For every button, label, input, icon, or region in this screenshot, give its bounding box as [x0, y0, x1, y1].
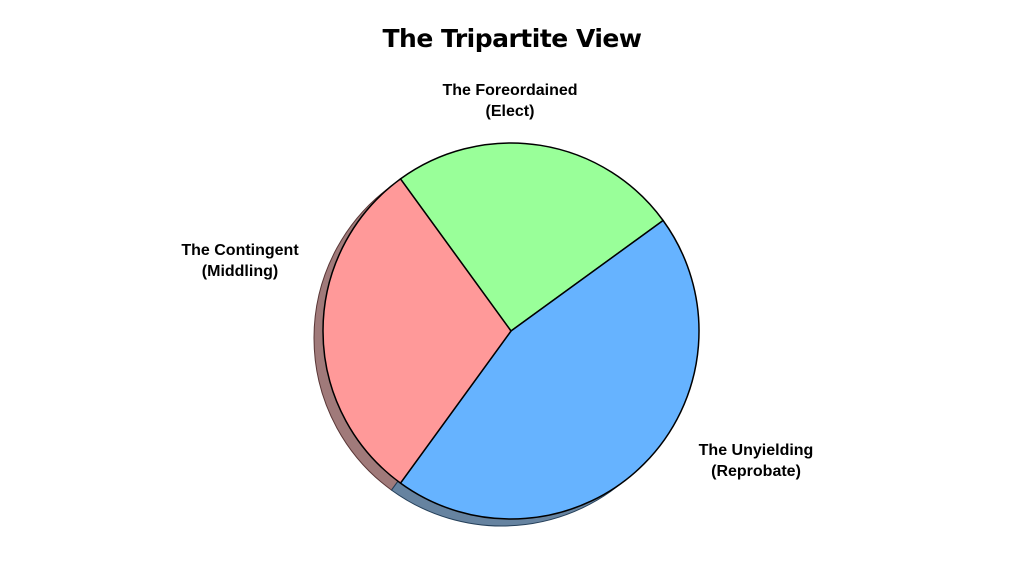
pie-slice-elect	[399, 142, 664, 332]
pie-slice-contingent	[322, 178, 512, 484]
slice-label-unyielding-line2: (Reprobate)	[711, 463, 801, 480]
slice-label-elect: The Foreordained (Elect)	[400, 80, 620, 122]
slice-label-elect-line2: (Elect)	[485, 103, 535, 120]
chart-title: The Tripartite View	[382, 24, 642, 53]
slice-label-unyielding-line1: The Unyielding	[698, 442, 814, 459]
slice-label-contingent-line1: The Contingent	[181, 242, 299, 259]
slice-label-contingent-line2: (Middling)	[201, 263, 279, 280]
slice-label-contingent: The Contingent (Middling)	[142, 240, 338, 282]
pie-slice-unyielding	[399, 219, 700, 520]
slice-label-elect-line1: The Foreordained	[442, 82, 578, 99]
slice-label-unyielding: The Unyielding (Reprobate)	[656, 440, 856, 482]
